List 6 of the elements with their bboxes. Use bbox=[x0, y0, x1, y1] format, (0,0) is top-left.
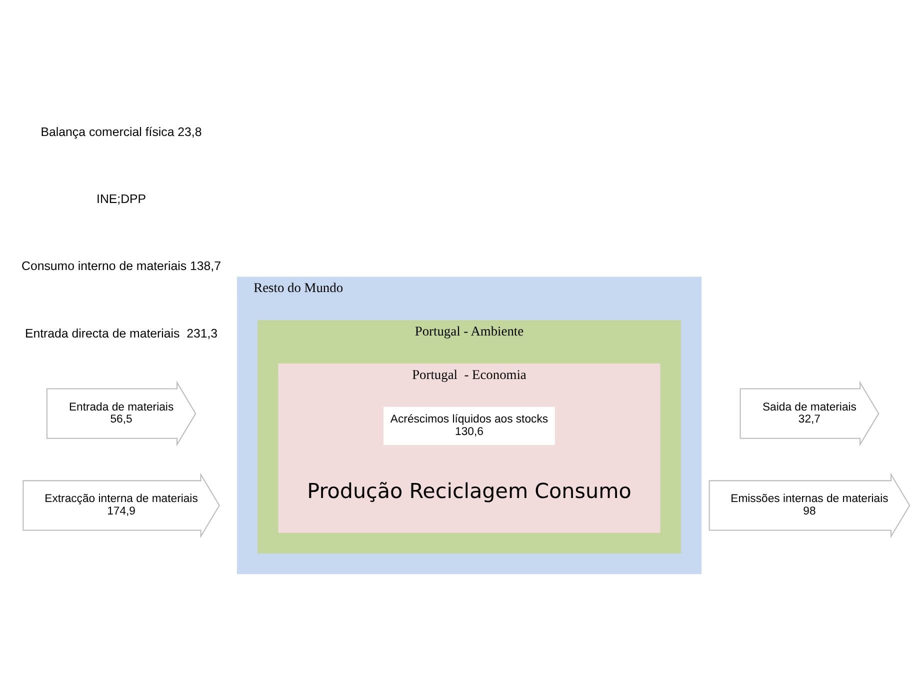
node-text: Produção Reciclagem Consumo bbox=[306, 479, 631, 504]
label: Entrada directa de materiais 231,3 bbox=[24, 326, 218, 340]
label: INE;DPP bbox=[96, 192, 146, 206]
label: Consumo interno de materiais 138,7 bbox=[21, 259, 221, 274]
label: Balança comercial física 23,8 bbox=[40, 124, 202, 139]
node-box: Acréscimos líquidos aos stocks 130,6 bbox=[383, 406, 554, 446]
